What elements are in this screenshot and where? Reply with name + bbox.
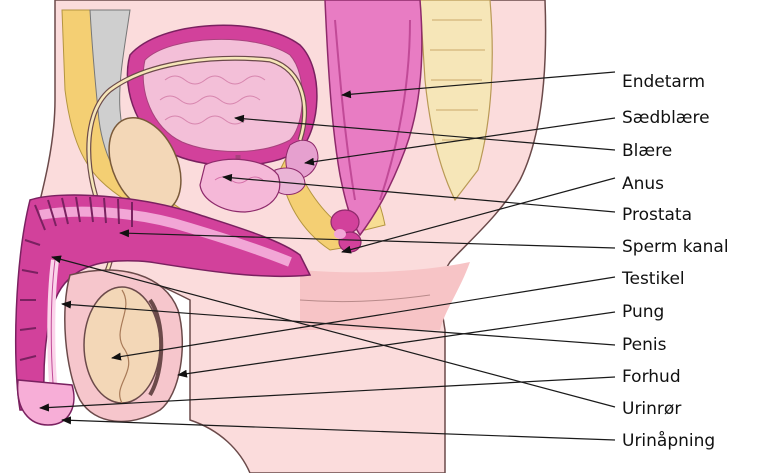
label-urethral-opening: Urinåpning — [622, 430, 715, 451]
label-prostate: Prostata — [622, 205, 692, 225]
label-rectum: Endetarm — [622, 72, 705, 92]
label-urethra: Urinrør — [622, 399, 681, 419]
label-penis: Penis — [622, 335, 667, 355]
labels: Endetarm Sædblære Blære Anus Prostata Sp… — [621, 72, 729, 451]
label-sperm-duct: Sperm kanal — [622, 237, 729, 257]
label-bladder: Blære — [622, 141, 672, 161]
label-foreskin: Forhud — [622, 367, 681, 387]
label-testicle: Testikel — [621, 269, 685, 289]
foreskin — [18, 380, 74, 425]
label-seminal-vesicle: Sædblære — [622, 108, 710, 128]
label-scrotum: Pung — [622, 302, 664, 322]
label-anus: Anus — [622, 174, 664, 194]
testicle — [84, 287, 161, 403]
